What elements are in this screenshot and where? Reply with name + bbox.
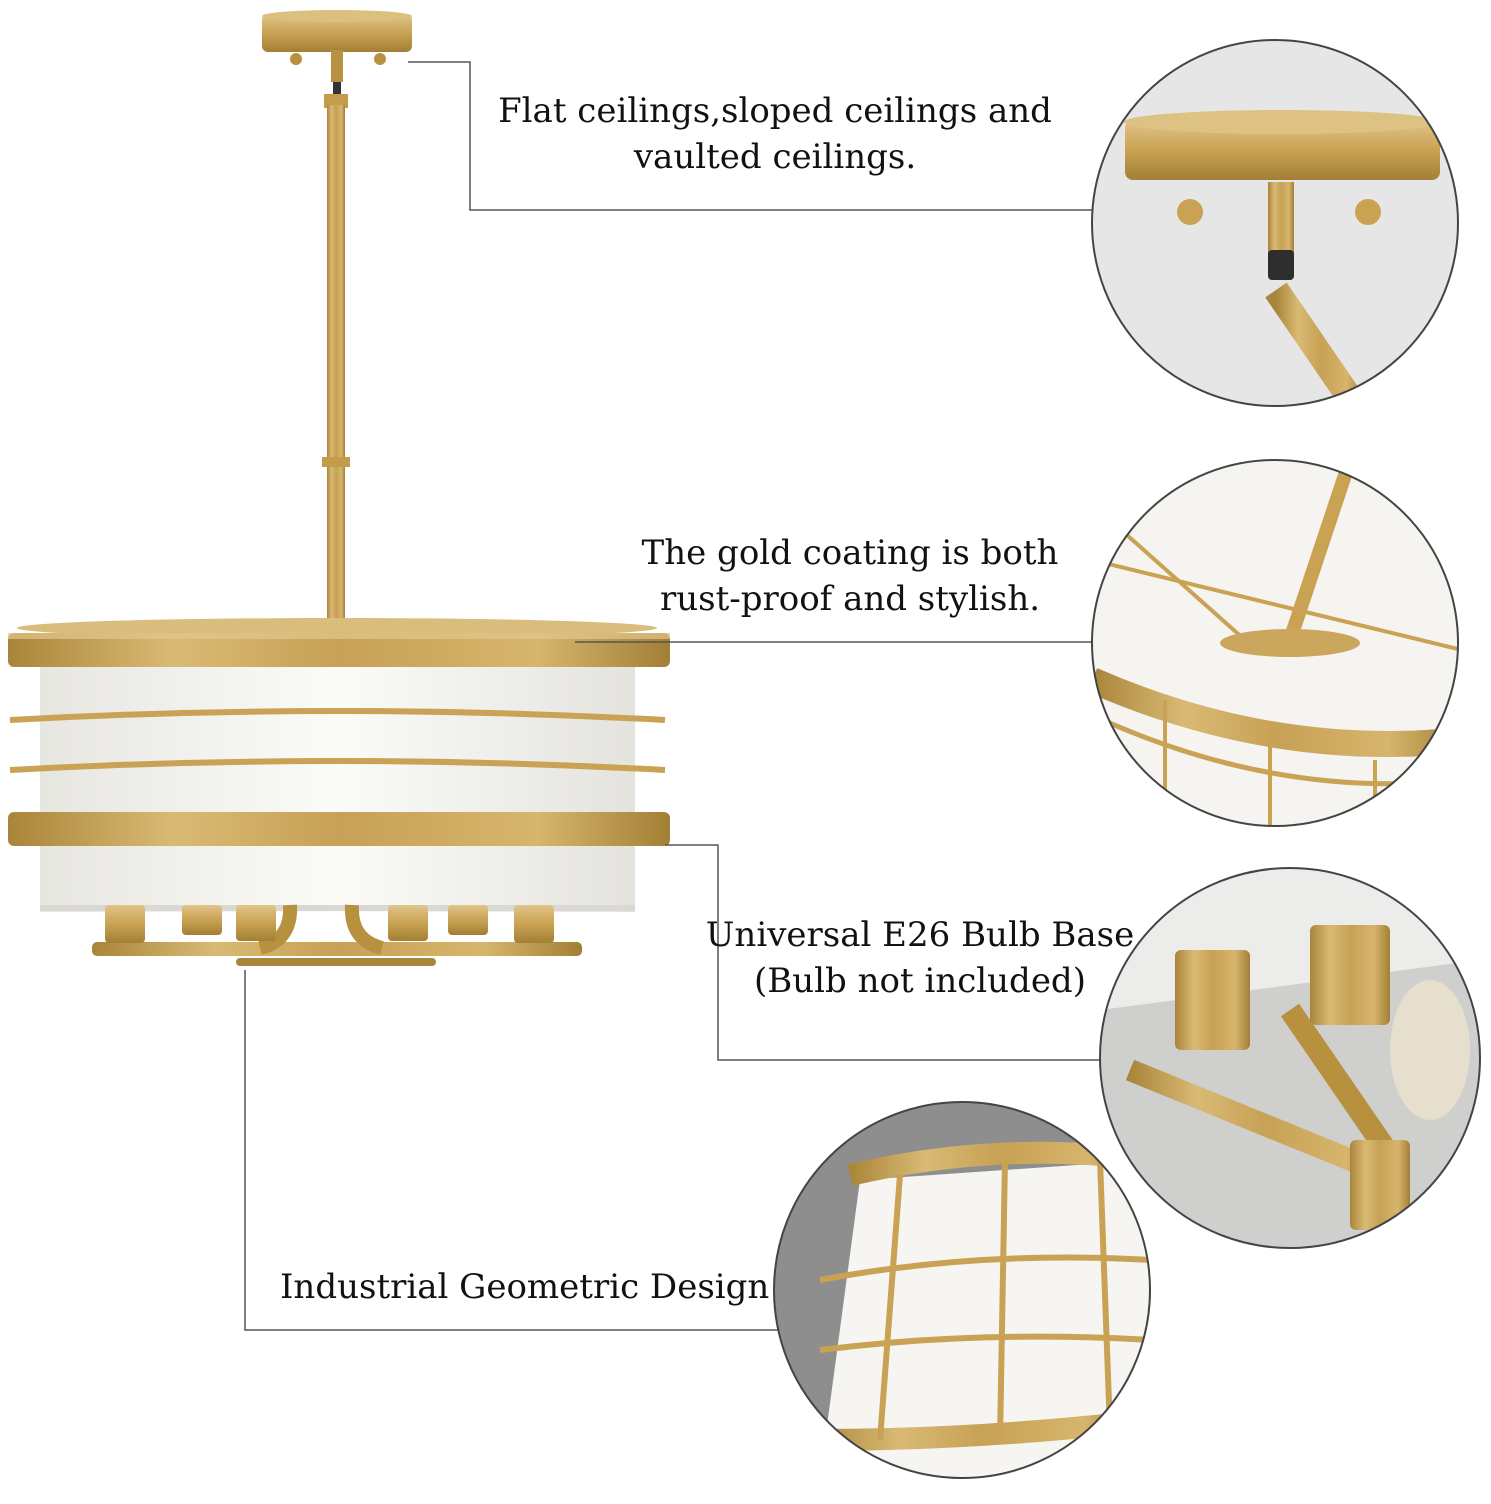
caption-line: Universal E26 Bulb Base xyxy=(705,915,1135,955)
caption-geometric-design: Industrial Geometric Design xyxy=(280,1264,770,1310)
caption-line: rust-proof and stylish. xyxy=(659,579,1041,619)
gold-frame-closeup xyxy=(1091,459,1459,827)
caption-line: The gold coating is both xyxy=(641,533,1059,573)
bulb-socket-closeup xyxy=(1099,867,1481,1249)
caption-line: Industrial Geometric Design xyxy=(280,1267,770,1307)
ceiling-canopy-closeup xyxy=(1091,39,1459,407)
caption-line: Flat ceilings,sloped ceilings and xyxy=(498,91,1052,131)
main-chandelier xyxy=(8,10,670,966)
geometric-cage-closeup xyxy=(773,1101,1151,1479)
caption-gold-coating: The gold coating is both rust-proof and … xyxy=(600,530,1100,622)
caption-line: vaulted ceilings. xyxy=(633,137,917,177)
caption-line: (Bulb not included) xyxy=(754,961,1086,1001)
leader-lines xyxy=(244,61,1104,1331)
caption-bulb-base: Universal E26 Bulb Base (Bulb not includ… xyxy=(700,912,1140,1004)
caption-ceiling-types: Flat ceilings,sloped ceilings and vaulte… xyxy=(470,88,1080,180)
